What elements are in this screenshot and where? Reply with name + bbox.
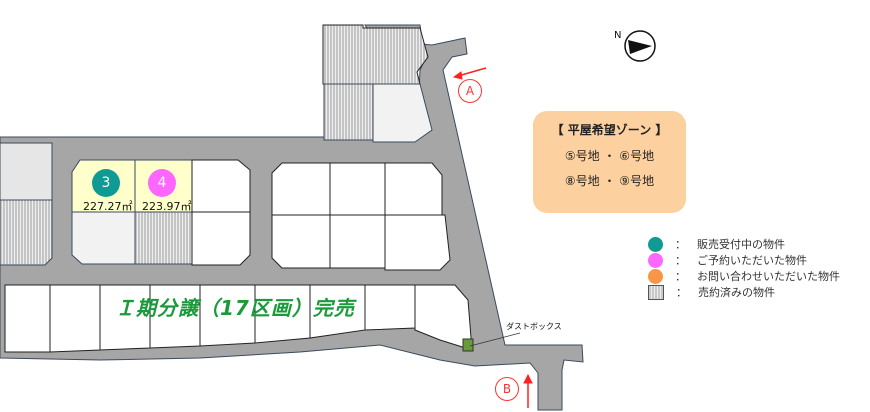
lot-sold [323, 83, 374, 141]
pink-circle-icon [648, 252, 663, 268]
block-2 [271, 162, 451, 271]
lot [191, 211, 251, 266]
lot [0, 142, 53, 201]
lot-sold [322, 24, 429, 85]
lot-4-marker[interactable]: 4 [148, 169, 176, 197]
dust-box [462, 338, 474, 352]
legend: ： 販売受付中の物件 ： ご予約いただいた物件 ： お問い合わせいただいた物件 ： 売約… [648, 236, 840, 300]
legend-colon: ： [676, 286, 687, 299]
zone-row-1: ⑤号地 ・ ⑥号地 [564, 149, 655, 163]
lot-sold [134, 211, 193, 265]
arrow-icon [452, 67, 533, 408]
zone-title: 【 平屋希望ゾーン 】 [551, 123, 668, 137]
striped-square-icon [648, 284, 664, 300]
lot-3-marker[interactable]: 3 [92, 169, 120, 197]
orange-circle-icon [648, 268, 663, 284]
legend-item-inquiry: ： お問い合わせいただいた物件 [648, 268, 840, 284]
lot [71, 211, 136, 265]
lot [372, 83, 433, 143]
teal-circle-icon [648, 236, 663, 252]
compass-icon: N [614, 30, 656, 62]
lot [191, 159, 251, 213]
legend-label: お問い合わせいただいた物件 [697, 270, 840, 283]
svg-text:N: N [614, 30, 621, 41]
legend-item-reserved: ： ご予約いただいた物件 [648, 252, 840, 268]
legend-label: ご予約いただいた物件 [697, 254, 807, 267]
entrance-a-marker: A [458, 79, 482, 103]
zone-row-2: ⑧号地 ・ ⑨号地 [564, 174, 655, 188]
legend-label: 販売受付中の物件 [697, 238, 785, 251]
phase1-lots [4, 284, 473, 353]
dust-box-label: ダストボックス [506, 322, 562, 331]
lot-4-area: 223.97㎡ [142, 200, 192, 213]
legend-colon: ： [675, 238, 686, 251]
lot-3-area: 227.27㎡ [83, 200, 133, 213]
entrance-b-marker: B [495, 377, 519, 401]
legend-label: 売約済みの物件 [698, 286, 775, 299]
phase1-sold-out-label: Ｉ期分譲（17区画）完売 [115, 296, 355, 320]
lot-sold [0, 199, 53, 266]
legend-colon: ： [675, 254, 686, 267]
single-story-zone-box: 【 平屋希望ゾーン 】 ⑤号地 ・ ⑥号地 ⑧号地 ・ ⑨号地 [533, 111, 686, 213]
legend-item-sold: ： 売約済みの物件 [648, 284, 840, 300]
legend-item-available: ： 販売受付中の物件 [648, 236, 840, 252]
legend-colon: ： [675, 270, 686, 283]
